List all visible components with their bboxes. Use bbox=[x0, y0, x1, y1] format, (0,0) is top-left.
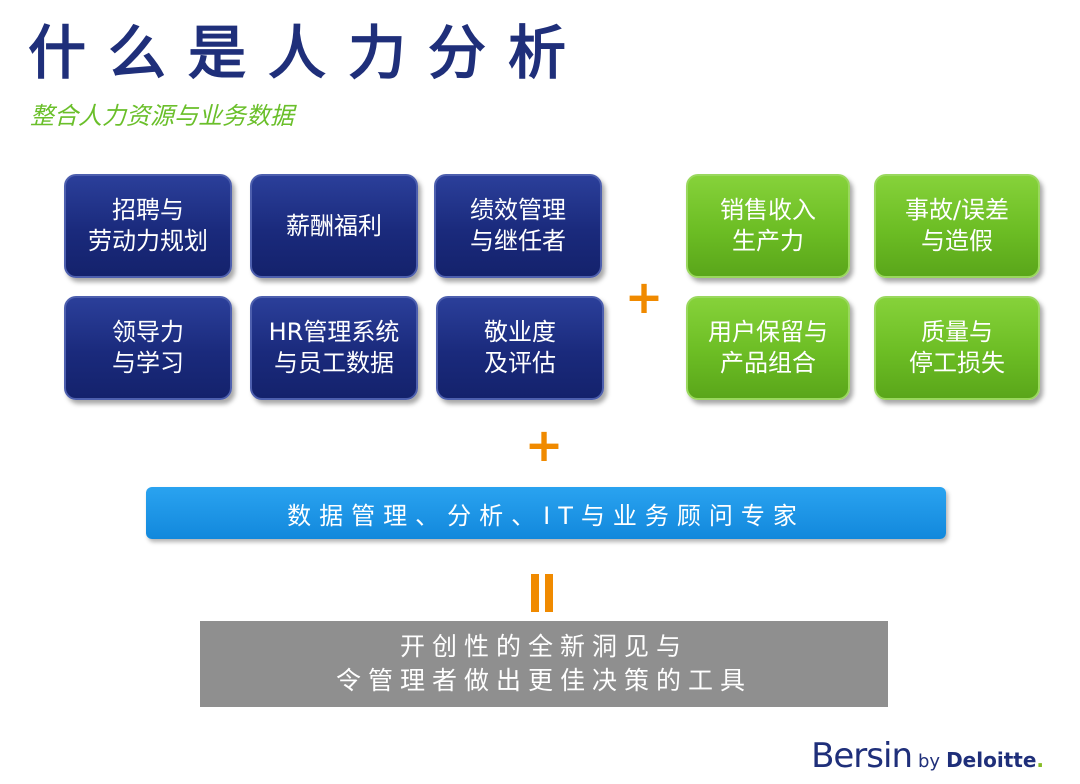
logo-bersin-text: Bersin bbox=[811, 736, 913, 776]
hr-box-label: 薪酬福利 bbox=[286, 211, 382, 240]
business-box-incidents: 事故/误差 与造假 bbox=[874, 174, 1040, 278]
plus-symbol-vertical: + bbox=[524, 418, 564, 472]
hr-box-hris: HR管理系统 与员工数据 bbox=[250, 296, 418, 400]
hr-box-performance: 绩效管理 与继任者 bbox=[434, 174, 602, 278]
hr-box-label: 招聘与 劳动力规划 bbox=[88, 196, 208, 255]
equals-symbol bbox=[531, 574, 555, 612]
hr-box-engagement: 敬业度 及评估 bbox=[436, 296, 604, 400]
hr-box-compensation: 薪酬福利 bbox=[250, 174, 418, 278]
hr-box-label: HR管理系统 与员工数据 bbox=[268, 318, 400, 377]
plus-symbol-horizontal: + bbox=[624, 270, 664, 324]
logo-deloitte-text: Deloitte bbox=[946, 748, 1037, 772]
business-box-label: 销售收入 生产力 bbox=[720, 196, 816, 255]
business-box-quality: 质量与 停工损失 bbox=[874, 296, 1040, 400]
hr-box-label: 领导力 与学习 bbox=[112, 318, 184, 377]
hr-box-leadership: 领导力 与学习 bbox=[64, 296, 232, 400]
logo-by-text: by bbox=[918, 751, 941, 772]
hr-box-label: 敬业度 及评估 bbox=[484, 318, 556, 377]
expertise-bar-label: 数据管理、分析、IT与业务顾问专家 bbox=[287, 501, 805, 530]
business-box-label: 质量与 停工损失 bbox=[909, 318, 1005, 377]
result-bar: 开创性的全新洞见与 令管理者做出更佳决策的工具 bbox=[200, 621, 888, 707]
business-box-label: 事故/误差 与造假 bbox=[904, 196, 1010, 255]
page-title: 什么是人力分析 bbox=[28, 19, 589, 87]
business-box-sales: 销售收入 生产力 bbox=[686, 174, 850, 278]
logo-dot: . bbox=[1036, 748, 1044, 772]
business-box-retention: 用户保留与 产品组合 bbox=[686, 296, 850, 400]
page-subtitle: 整合人力资源与业务数据 bbox=[30, 102, 294, 130]
expertise-bar: 数据管理、分析、IT与业务顾问专家 bbox=[146, 487, 946, 539]
hr-box-recruiting: 招聘与 劳动力规划 bbox=[64, 174, 232, 278]
business-box-label: 用户保留与 产品组合 bbox=[708, 318, 828, 377]
hr-box-label: 绩效管理 与继任者 bbox=[470, 196, 566, 255]
result-bar-label: 开创性的全新洞见与 令管理者做出更佳决策的工具 bbox=[335, 632, 752, 695]
bersin-deloitte-logo: Bersin by Deloitte. bbox=[811, 736, 1044, 780]
